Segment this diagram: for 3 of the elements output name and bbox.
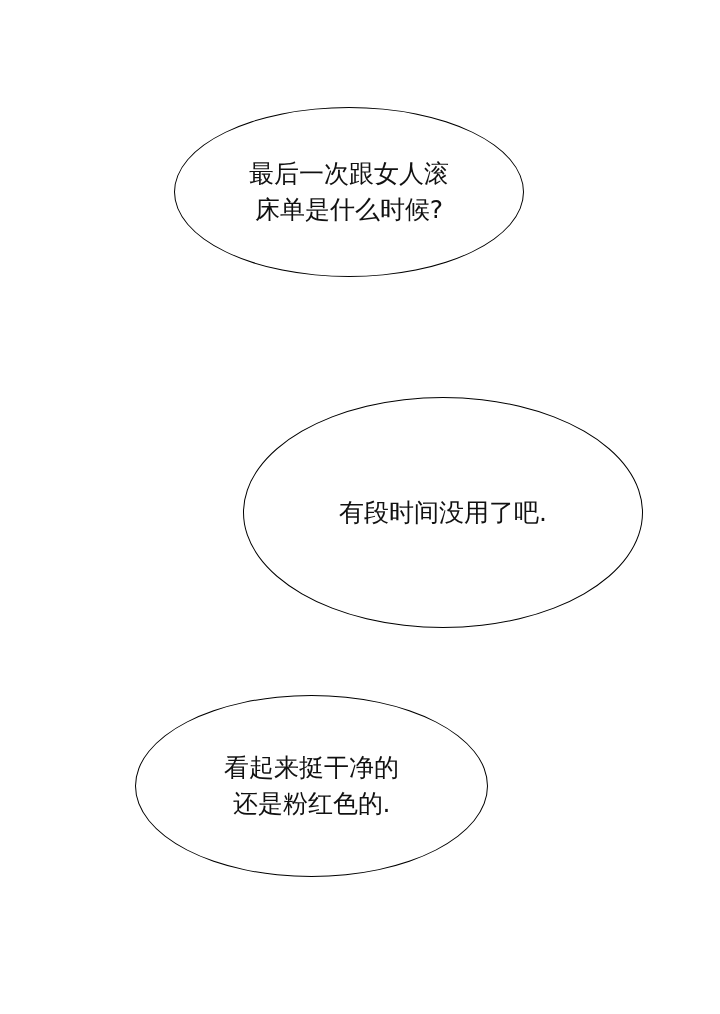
bubble-text: 看起来挺干净的还是粉红色的.: [223, 752, 400, 820]
bubble-text: 最后一次跟女人滚床单是什么时候?: [248, 158, 450, 226]
bubble-text: 有段时间没用了吧.: [339, 496, 547, 529]
